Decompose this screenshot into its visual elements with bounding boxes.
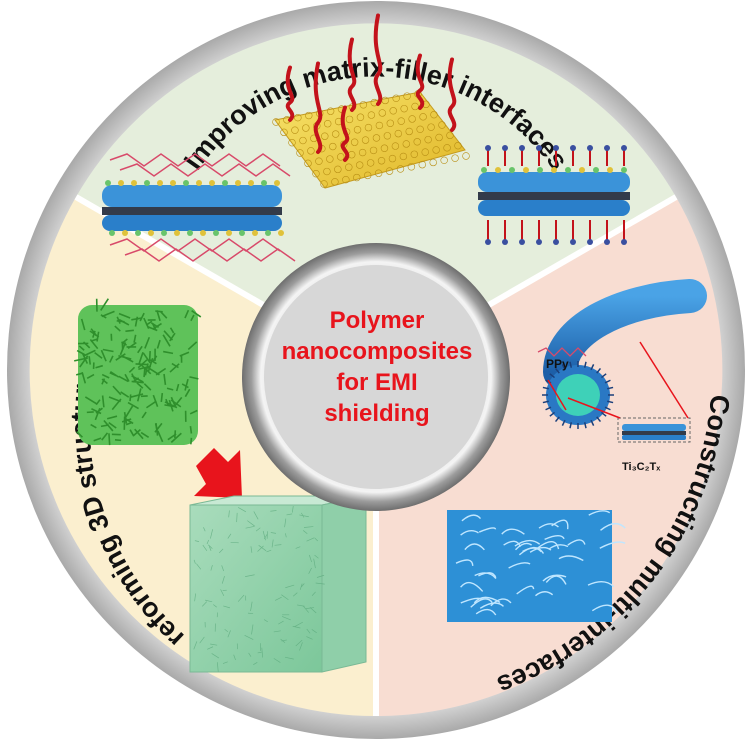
foam-composite-cube (190, 496, 366, 672)
mxene-label: Ti₃C₂Tₓ (622, 461, 661, 473)
center-title-line: Polymer (267, 305, 487, 336)
ppy-label: PPy (546, 357, 569, 371)
center-title-line: for EMI (267, 367, 487, 398)
fiber-network-cube (74, 299, 201, 445)
wrinkled-sheet-structure (447, 510, 625, 622)
center-title-line: shielding (267, 398, 487, 429)
center-title-line: nanocomposites (267, 336, 487, 367)
center-title: Polymer nanocomposites for EMI shielding (267, 305, 487, 455)
